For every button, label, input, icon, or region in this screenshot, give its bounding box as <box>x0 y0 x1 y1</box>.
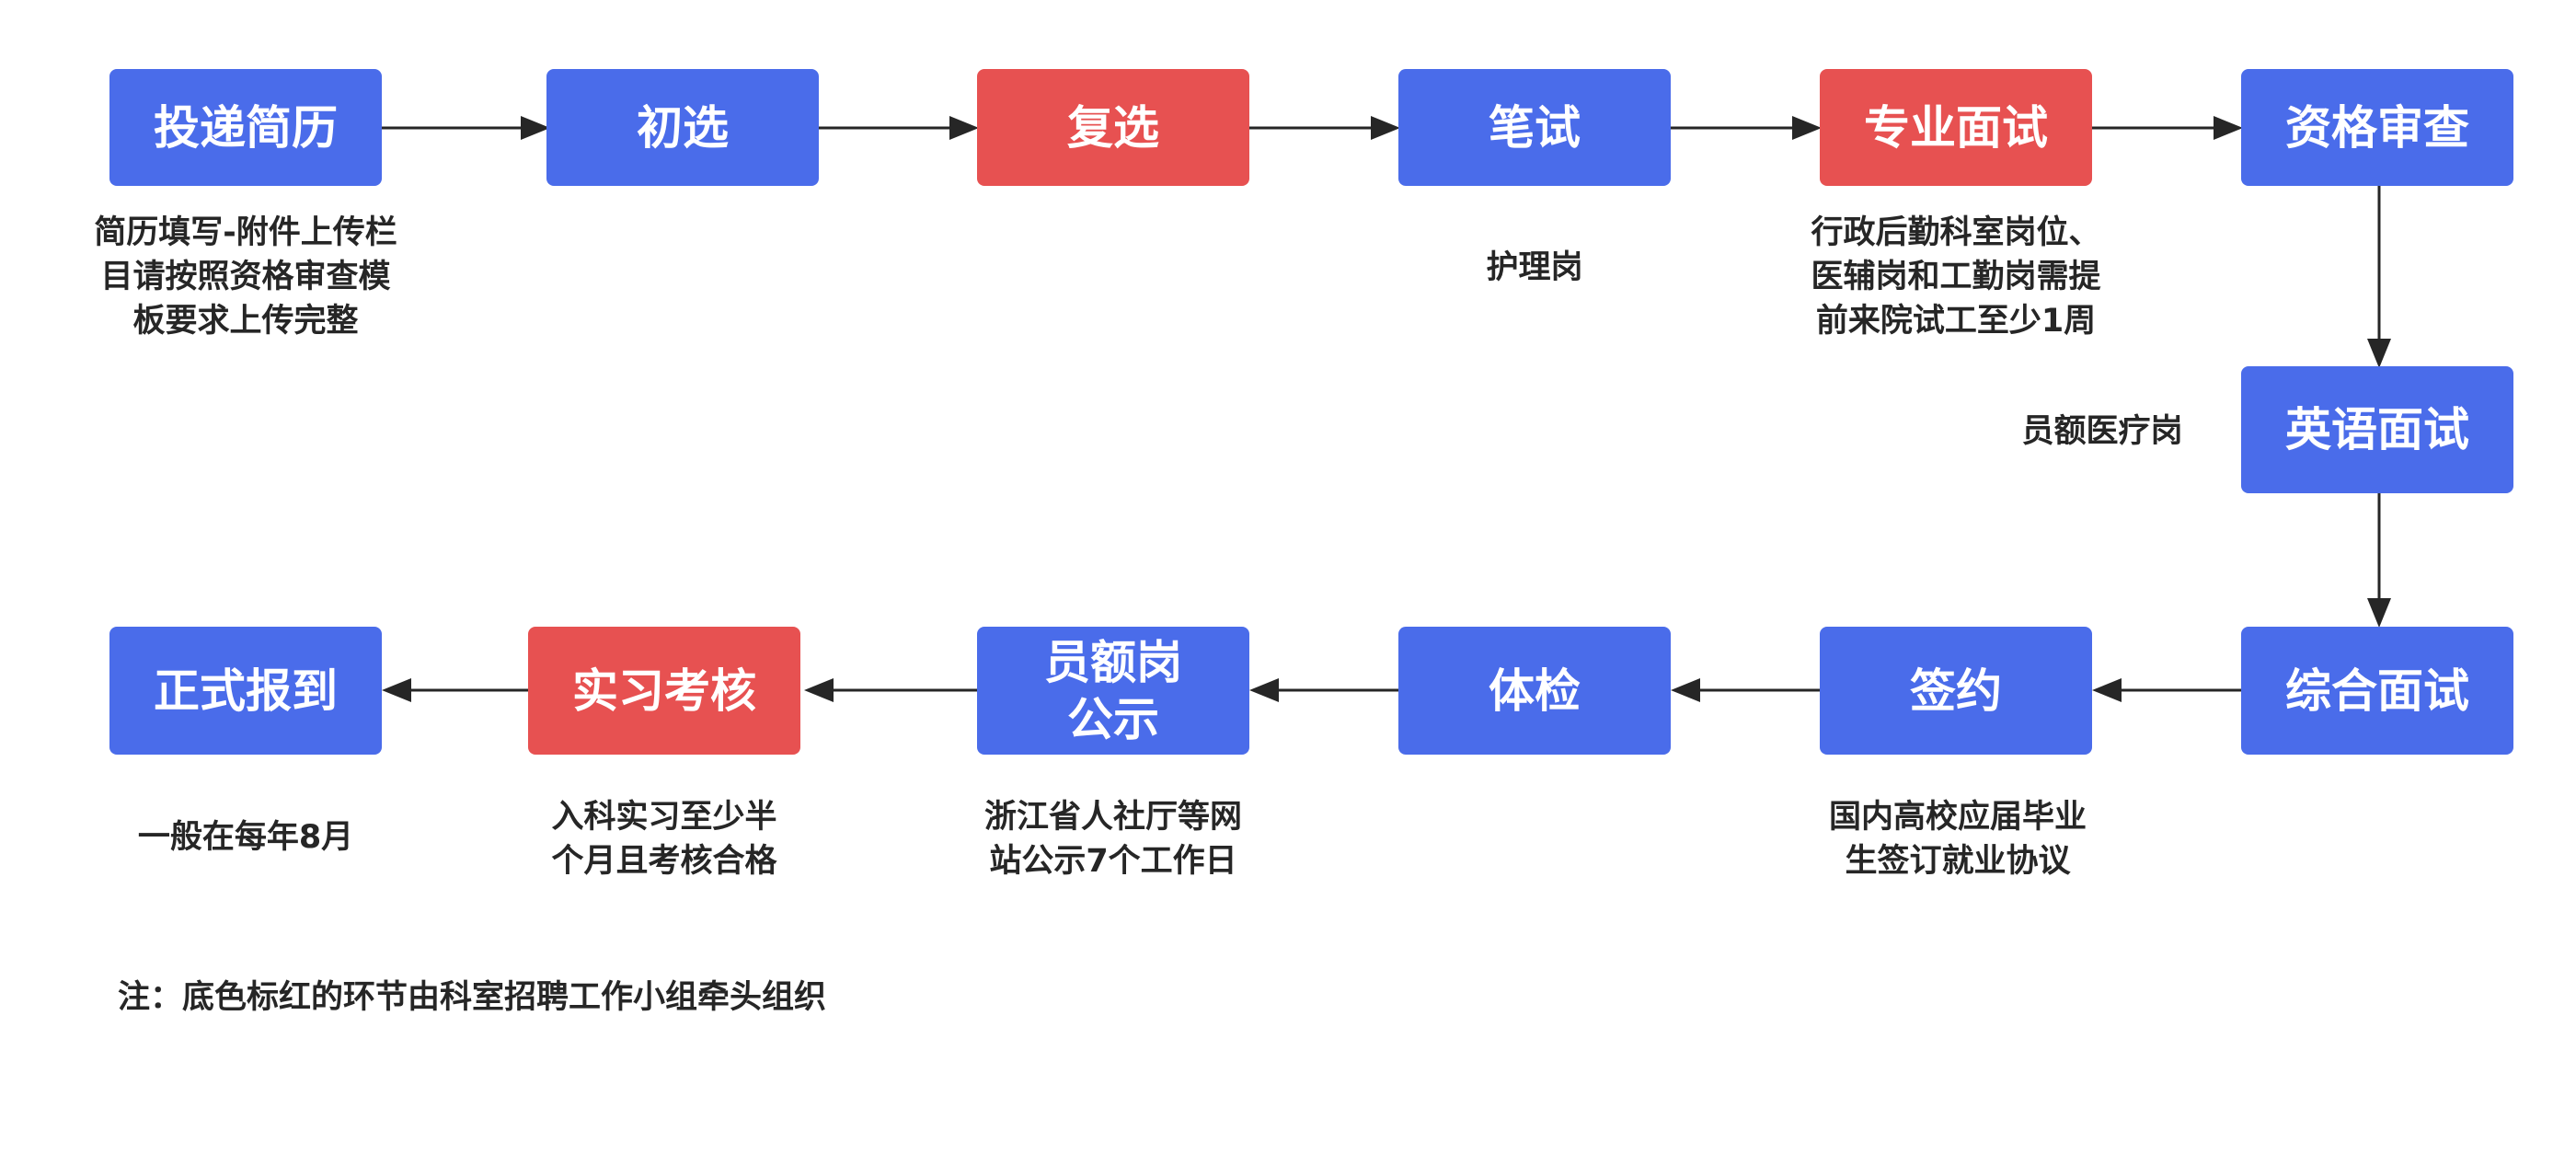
arrow-comprehensive-to-sign <box>2092 678 2243 702</box>
arrow-qualification-to-english <box>2367 186 2391 368</box>
node-professional-interview: 专业面试 <box>1820 69 2092 186</box>
note-english-interview: 员额医疗岗 <box>2021 413 2183 450</box>
node-qualification-review: 资格审查 <box>2241 69 2513 186</box>
node-written-test: 笔试 <box>1398 69 1671 186</box>
arrow-sign-to-physical <box>1671 678 1822 702</box>
arrow-written-to-professional <box>1671 116 1822 140</box>
footnote: 注：底色标红的环节由科室招聘工作小组牵头组织 <box>118 979 827 1016</box>
note-submit-resume: 简历填写-附件上传栏 目请按照资格审查模 板要求上传完整 <box>94 214 397 340</box>
node-initial-screening: 初选 <box>546 69 819 186</box>
note-professional-interview: 行政后勤科室岗位、 医辅岗和工勤岗需提 前来院试工至少1周 <box>1811 214 2101 340</box>
arrow-initial-to-second <box>819 116 979 140</box>
arrow-physical-to-publicity <box>1249 678 1400 702</box>
arrow-submit-to-initial <box>382 116 550 140</box>
note-staff-quota-publicity: 浙江省人社厅等网 站公示7个工作日 <box>983 799 1242 880</box>
arrow-second-to-written <box>1249 116 1400 140</box>
node-physical-exam: 体检 <box>1398 627 1671 755</box>
node-submit-resume: 投递简历 <box>109 69 382 186</box>
node-staff-quota-publicity: 员额岗 公示 <box>977 627 1249 755</box>
node-english-interview: 英语面试 <box>2241 366 2513 493</box>
node-formal-onboarding: 正式报到 <box>109 627 382 755</box>
note-formal-onboarding: 一般在每年8月 <box>137 819 354 856</box>
node-comprehensive-interview: 综合面试 <box>2241 627 2513 755</box>
arrow-english-to-comprehensive <box>2367 493 2391 628</box>
note-sign-agreement: 国内高校应届毕业 生签订就业协议 <box>1828 799 2087 880</box>
node-second-screening: 复选 <box>977 69 1249 186</box>
node-internship-assessment: 实习考核 <box>528 627 800 755</box>
arrow-internship-to-onboarding <box>382 678 528 702</box>
note-internship-assessment: 入科实习至少半 个月且考核合格 <box>551 799 777 880</box>
node-sign-agreement: 签约 <box>1820 627 2092 755</box>
arrow-publicity-to-internship <box>804 678 979 702</box>
note-written-test: 护理岗 <box>1486 249 1583 286</box>
arrow-professional-to-qualification <box>2092 116 2243 140</box>
